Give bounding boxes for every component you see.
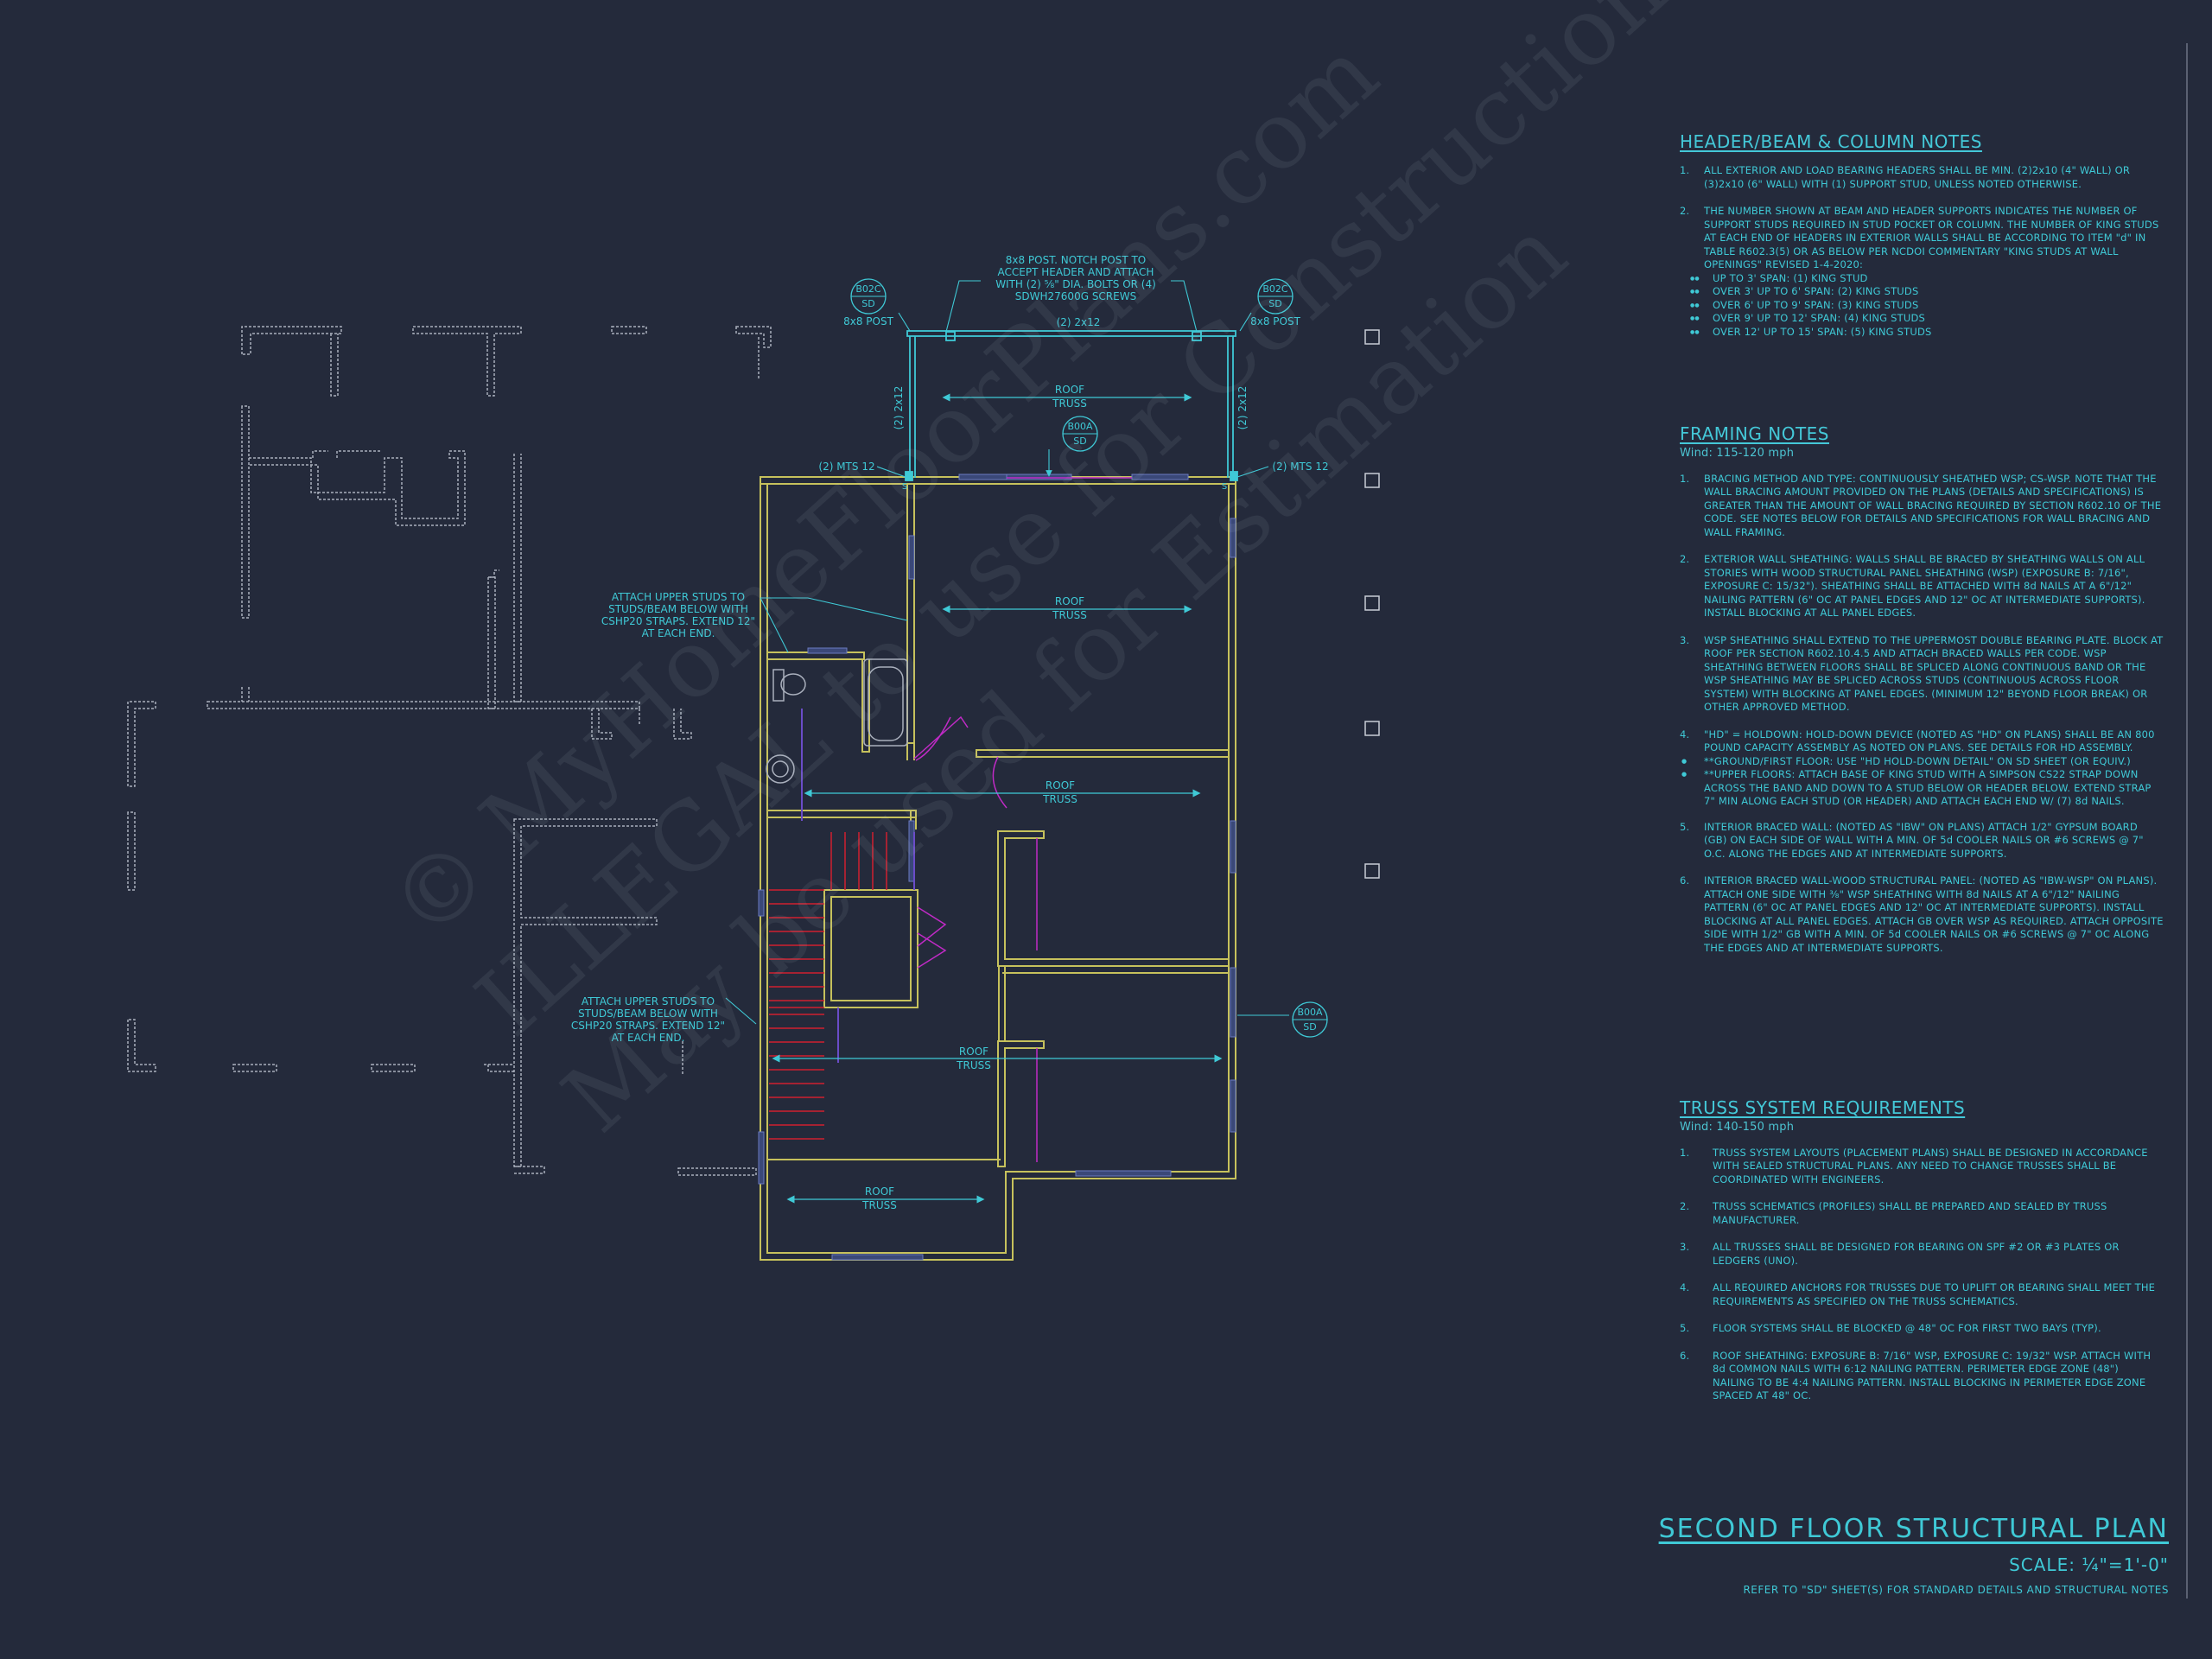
truss-label-roof: ROOF [959, 1046, 988, 1058]
tag-sheet: SD [1303, 1021, 1316, 1033]
span-item: UP TO 3' SPAN: (1) KING STUD [1690, 272, 2164, 286]
strap-callout-upper: ATTACH UPPER STUDS TO STUDS/BEAM BELOW W… [601, 591, 756, 639]
leader-lines [725, 280, 1289, 1025]
note-item: 4."HD" = HOLDOWN: HOLD-DOWN DEVICE (NOTE… [1680, 728, 2155, 754]
porch-framing [905, 330, 1238, 481]
note-item: 6.ROOF SHEATHING: EXPOSURE B: 7/16" WSP,… [1680, 1349, 2152, 1402]
sheet-border-line [2186, 43, 2188, 1599]
strap-callout-lower: ATTACH UPPER STUDS TO STUDS/BEAM BELOW W… [570, 995, 726, 1044]
truss-spans [772, 393, 1223, 1204]
bathroom-fixtures [766, 658, 908, 784]
stud-count-left: S [902, 482, 907, 492]
tag-sheet: SD [1073, 435, 1086, 447]
truss-label-roof: ROOF [1055, 595, 1084, 607]
truss-notes: TRUSS SYSTEM REQUIREMENTS Wind: 140-150 … [1680, 1097, 2164, 1417]
lower-floor-outline [127, 326, 772, 1176]
strap-label-right: (2) MTS 12 [1272, 461, 1328, 473]
tag-id: B02C [1262, 283, 1288, 295]
bullet-item: **UPPER FLOORS: ATTACH BASE OF KING STUD… [1680, 768, 2164, 809]
truss-label-roof: ROOF [1055, 384, 1084, 396]
tag-id: B00A [1297, 1007, 1323, 1018]
header-size-left: (2) 2x12 [893, 386, 905, 430]
strap-label-left: (2) MTS 12 [818, 461, 874, 473]
bullet-item: **GROUND/FIRST FLOOR: USE "HD HOLD-DOWN … [1680, 755, 2164, 769]
note-item: 1.ALL EXTERIOR AND LOAD BEARING HEADERS … [1680, 164, 2131, 190]
wind-speed: Wind: 115-120 mph [1680, 447, 1795, 460]
truss-label-truss: TRUSS [956, 1059, 991, 1071]
note-item: 2.THE NUMBER SHOWN AT BEAM AND HEADER SU… [1680, 205, 2159, 270]
upper-floor-walls [760, 476, 1236, 1261]
span-item: OVER 3' UP TO 6' SPAN: (2) KING STUDS [1690, 285, 2164, 299]
header-size-top: (2) 2x12 [1057, 316, 1101, 328]
note-item: 2.EXTERIOR WALL SHEATHING: WALLS SHALL B… [1680, 553, 2145, 619]
detail-tag-b00a-side: B00A SD [1292, 1001, 1328, 1038]
purple-plumbing [801, 709, 915, 1063]
stairs [769, 832, 887, 1140]
note-item: 2.TRUSS SCHEMATICS (PROFILES) SHALL BE P… [1680, 1200, 2107, 1226]
truss-label-truss: TRUSS [1052, 609, 1087, 621]
notes-heading: HEADER/BEAM & COLUMN NOTES [1680, 131, 1982, 152]
note-item: 3.WSP SHEATHING SHALL EXTEND TO THE UPPE… [1680, 633, 2164, 714]
note-item: 1.TRUSS SYSTEM LAYOUTS (PLACEMENT PLANS)… [1680, 1146, 2148, 1185]
notes-heading: FRAMING NOTES [1680, 423, 1829, 444]
span-item: OVER 6' UP TO 9' SPAN: (3) KING STUDS [1690, 299, 2164, 313]
sheet-scale: SCALE: ¼"=1'-0" [2009, 1554, 2169, 1575]
detail-tag-b02c-right: B02C SD [1257, 278, 1294, 315]
truss-label-truss: TRUSS [861, 1199, 897, 1211]
sheet-title-block: SECOND FLOOR STRUCTURAL PLAN SCALE: ¼"=1… [1659, 1514, 2169, 1596]
post-label-right: 8x8 POST [1250, 315, 1300, 327]
sheet-reference: REFER TO "SD" SHEET(S) FOR STANDARD DETA… [1743, 1584, 2169, 1596]
wind-speed: Wind: 140-150 mph [1680, 1121, 1795, 1134]
framing-notes: FRAMING NOTES Wind: 115-120 mph 1.BRACIN… [1680, 423, 2164, 969]
door-swings [913, 477, 1132, 1162]
stud-count-right: S [1222, 482, 1227, 492]
detail-tag-b00a-porch: B00A SD [1062, 416, 1098, 452]
grid-markers [1364, 329, 1380, 879]
truss-label-roof: ROOF [1046, 779, 1075, 791]
sheet-title: SECOND FLOOR STRUCTURAL PLAN [1658, 1514, 2169, 1544]
truss-label-roof: ROOF [865, 1185, 894, 1198]
note-item: 1.BRACING METHOD AND TYPE: CONTINUOUSLY … [1680, 472, 2162, 538]
span-item: OVER 12' UP TO 15' SPAN: (5) KING STUDS [1690, 326, 2164, 340]
note-item: 6.INTERIOR BRACED WALL-WOOD STRUCTURAL P… [1680, 874, 2164, 954]
span-item: OVER 9' UP TO 12' SPAN: (4) KING STUDS [1690, 312, 2164, 326]
post-callout: 8x8 POST. NOTCH POST TO ACCEPT HEADER AN… [995, 254, 1156, 302]
tag-id: B00A [1067, 421, 1093, 432]
header-size-right: (2) 2x12 [1236, 386, 1249, 430]
post-label-left: 8x8 POST [843, 315, 893, 327]
tag-id: B02C [855, 283, 881, 295]
note-item: 5.INTERIOR BRACED WALL: (NOTED AS "IBW" … [1680, 820, 2144, 860]
truss-label-truss: TRUSS [1052, 397, 1087, 410]
notes-heading: TRUSS SYSTEM REQUIREMENTS [1680, 1097, 1966, 1118]
windows [758, 474, 1236, 1261]
note-item: 3.ALL TRUSSES SHALL BE DESIGNED FOR BEAR… [1680, 1241, 2120, 1267]
note-item: 5.FLOOR SYSTEMS SHALL BE BLOCKED @ 48" O… [1680, 1322, 2101, 1334]
detail-tag-b02c-left: B02C SD [850, 278, 887, 315]
tag-sheet: SD [861, 298, 874, 309]
truss-label-truss: TRUSS [1042, 793, 1077, 805]
note-item: 4.ALL REQUIRED ANCHORS FOR TRUSSES DUE T… [1680, 1281, 2156, 1307]
tag-sheet: SD [1268, 298, 1281, 309]
header-beam-notes: HEADER/BEAM & COLUMN NOTES 1.ALL EXTERIO… [1680, 131, 2164, 339]
